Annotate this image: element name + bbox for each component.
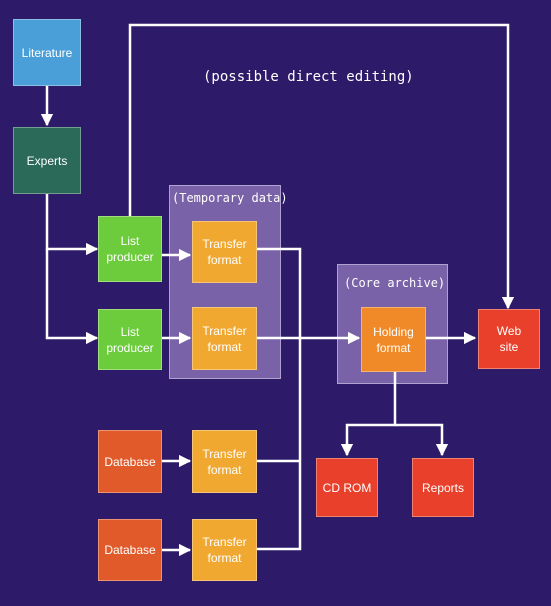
connector-experts-list-producer-2 <box>45 249 99 345</box>
list-producer-box-1: List producer <box>98 216 162 282</box>
temporary-data-label: (Temporary data) <box>172 191 288 205</box>
database-box-1: Database <box>98 430 162 493</box>
connector-transfer-bus <box>257 247 302 551</box>
literature-box: Literature <box>13 19 81 86</box>
connector-direct-editing <box>128 23 515 310</box>
transfer-format-box-4: Transfer format <box>192 519 257 581</box>
database-box-2: Database <box>98 519 162 581</box>
list-producer-box-2: List producer <box>98 309 162 370</box>
experts-box: Experts <box>13 127 81 194</box>
connector-experts-list-producer-1 <box>45 194 99 256</box>
core-archive-label: (Core archive) <box>344 276 446 290</box>
connector-holding-outputs <box>340 372 397 457</box>
website-box: Web site <box>478 309 540 369</box>
connector-holding-reports <box>395 423 449 457</box>
cdrom-box: CD ROM <box>316 458 378 517</box>
holding-format-box: Holding format <box>361 307 426 372</box>
direct-editing-annotation: (possible direct editing) <box>203 69 414 85</box>
transfer-format-box-2: Transfer format <box>192 307 257 370</box>
reports-box: Reports <box>412 458 474 517</box>
transfer-format-box-3: Transfer format <box>192 430 257 493</box>
transfer-format-box-1: Transfer format <box>192 221 257 283</box>
